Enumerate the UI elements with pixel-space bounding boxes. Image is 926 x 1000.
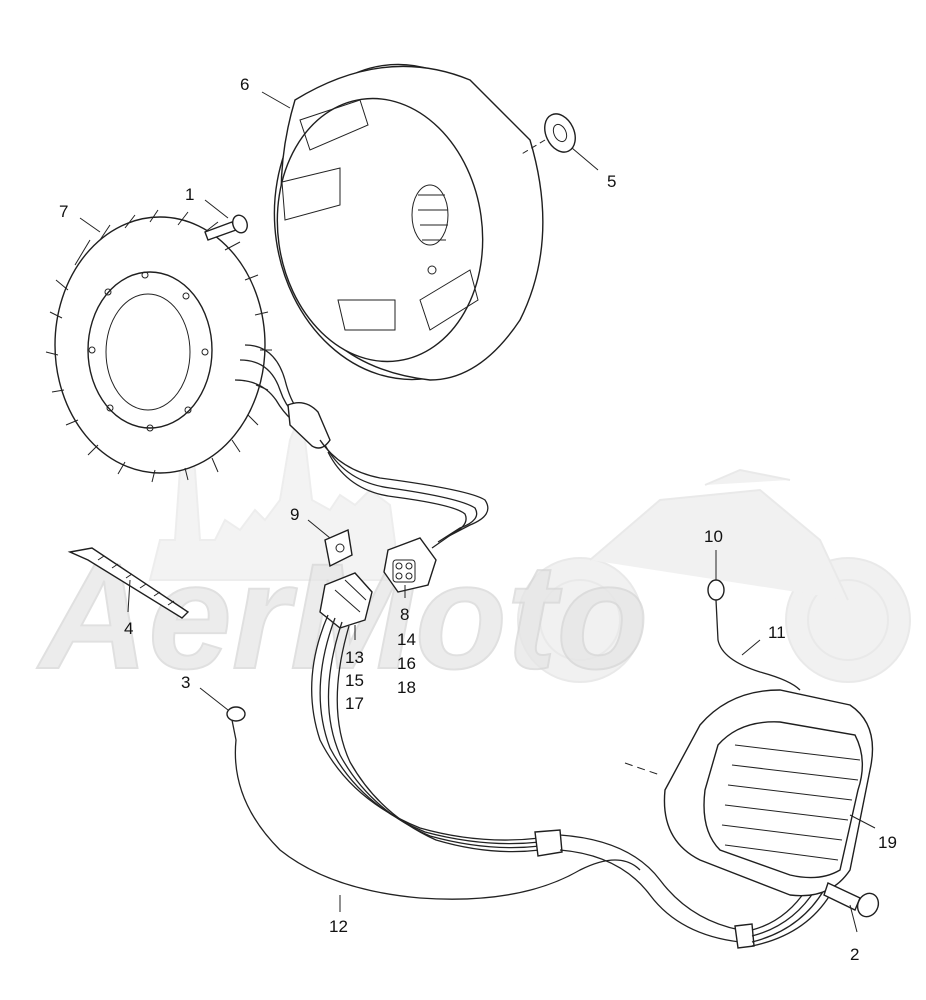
cable-tie-part: [67, 547, 190, 619]
callout-14: 14: [397, 630, 416, 649]
callout-5: 5: [607, 172, 616, 191]
bolt-part: [823, 882, 880, 918]
callout-2: 2: [850, 945, 859, 964]
stator-bolt-holes: [88, 271, 209, 432]
watermark-text: AеrMoto: [36, 532, 648, 700]
voltage-regulator-part: [624, 689, 874, 897]
callout-3: 3: [181, 673, 190, 692]
stator-part: [45, 209, 272, 483]
clip-part: [324, 528, 353, 568]
callout-10: 10: [704, 527, 723, 546]
callout-19: 19: [878, 833, 897, 852]
watermark: AеrMoto: [35, 417, 911, 701]
screw-part: [204, 214, 248, 241]
callout-4: 4: [124, 619, 133, 638]
leader-lines: [79, 91, 876, 933]
callout-7: 7: [59, 202, 68, 221]
rotor-part: [273, 63, 544, 381]
callout-17: 17: [345, 694, 364, 713]
stator-harness: [234, 344, 489, 549]
washer-part: [519, 113, 576, 156]
callout-11: 11: [768, 623, 786, 642]
callout-8: 8: [400, 605, 409, 624]
callout-labels: 1 2 3 4 5 6 7 8 14 16 18 9 10 11 12 13 1…: [59, 75, 897, 964]
connector-8-part: [383, 537, 437, 593]
ring-terminal-wire-part: [707, 579, 801, 691]
callout-9: 9: [290, 505, 299, 524]
callout-1: 1: [185, 185, 194, 204]
callout-13: 13: [345, 648, 364, 667]
callout-6: 6: [240, 75, 249, 94]
ground-wire-part: [226, 706, 641, 900]
callout-18: 18: [397, 678, 416, 697]
callout-16: 16: [397, 654, 416, 673]
connector-13-part: [319, 572, 373, 629]
callout-12: 12: [329, 917, 348, 936]
callout-15: 15: [345, 671, 364, 690]
watermark-motorcycle-icon: [517, 468, 911, 683]
